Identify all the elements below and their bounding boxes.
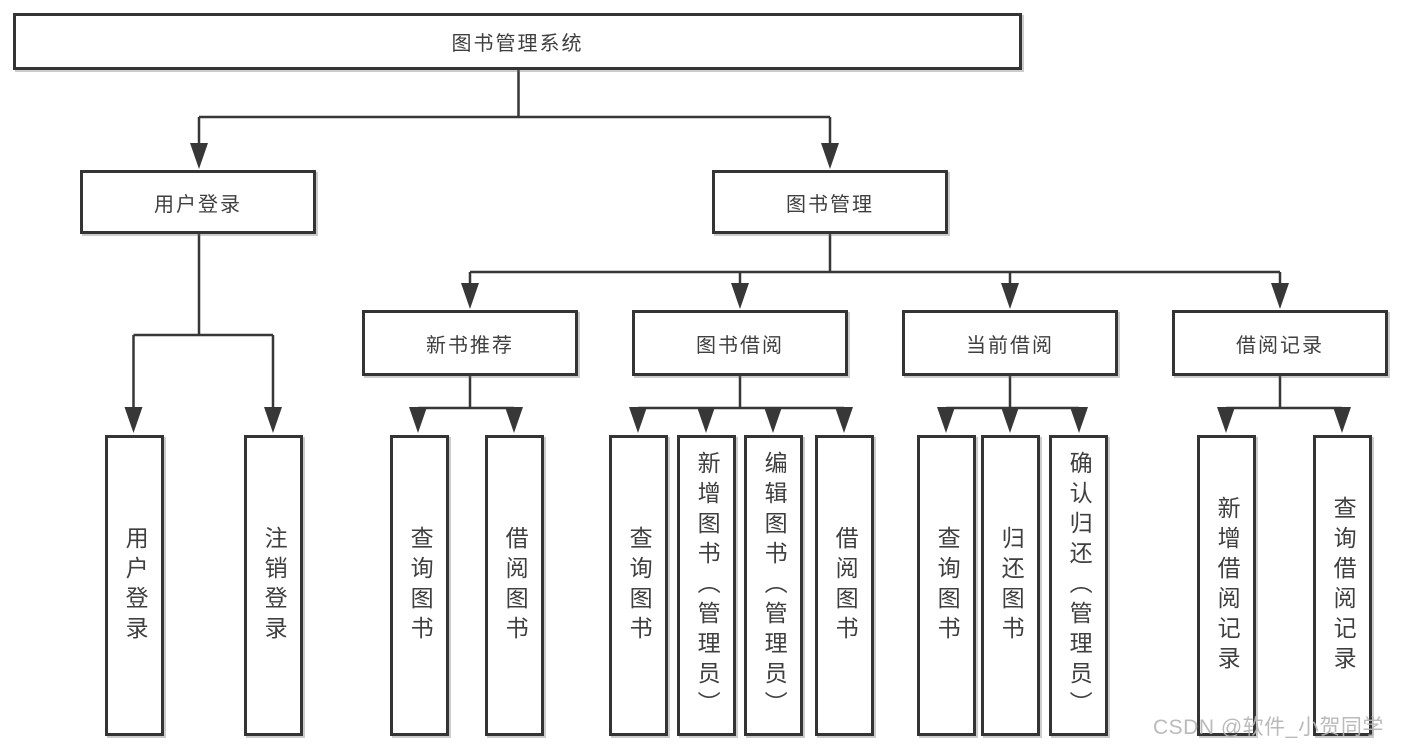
arrowhead-icon bbox=[835, 407, 853, 433]
arrowhead-icon bbox=[1001, 407, 1019, 433]
connector-login-to-leaves bbox=[132, 234, 275, 410]
leaf-query-borrow-record: 查询借阅记录 bbox=[1313, 435, 1372, 736]
arrowhead-icon bbox=[264, 407, 282, 433]
arrowhead-icon bbox=[697, 407, 715, 433]
node-root: 图书管理系统 bbox=[13, 13, 1022, 70]
connector-root-to-level2 bbox=[197, 68, 832, 146]
arrowhead-icon bbox=[409, 407, 427, 433]
arrowhead-icon bbox=[937, 407, 955, 433]
connector-borrowing-to-leaves bbox=[636, 376, 846, 413]
leaf-borrowing-borrow-books: 借阅图书 bbox=[815, 435, 874, 736]
leaf-confirm-return-admin: 确认归还（管理员） bbox=[1049, 435, 1108, 736]
arrowhead-icon bbox=[629, 407, 647, 433]
node-user-login: 用户登录 bbox=[80, 170, 316, 234]
arrowhead-icon bbox=[1001, 283, 1019, 309]
arrowhead-icon bbox=[764, 407, 782, 433]
arrowhead-icon bbox=[1070, 407, 1088, 433]
connector-records-to-leaves bbox=[1224, 376, 1344, 413]
connector-paths bbox=[132, 68, 1344, 413]
leaf-recommend-borrow-books: 借阅图书 bbox=[485, 435, 544, 736]
leaf-borrowing-query-books: 查询图书 bbox=[609, 435, 668, 736]
arrowheads bbox=[124, 143, 1351, 433]
leaf-current-query-books: 查询图书 bbox=[917, 435, 976, 736]
connector-recommend-to-leaves bbox=[416, 376, 516, 413]
arrowhead-icon bbox=[1271, 283, 1289, 309]
leaf-user-login: 用户登录 bbox=[105, 435, 164, 736]
node-borrowing-records: 借阅记录 bbox=[1172, 310, 1388, 376]
leaf-return-books: 归还图书 bbox=[981, 435, 1040, 736]
arrowhead-icon bbox=[505, 407, 523, 433]
arrowhead-icon bbox=[1217, 407, 1235, 433]
leaf-logout: 注销登录 bbox=[244, 435, 303, 736]
arrowhead-icon bbox=[1333, 407, 1351, 433]
arrowhead-icon bbox=[124, 407, 143, 433]
node-book-borrowing: 图书借阅 bbox=[632, 310, 848, 376]
node-new-book-recommend: 新书推荐 bbox=[362, 310, 578, 376]
node-current-borrowing: 当前借阅 bbox=[902, 310, 1118, 376]
arrowhead-icon bbox=[731, 283, 749, 309]
leaf-edit-books-admin: 编辑图书（管理员） bbox=[744, 435, 803, 736]
arrowhead-icon bbox=[461, 283, 479, 309]
leaf-recommend-query-books: 查询图书 bbox=[390, 435, 449, 736]
node-book-management: 图书管理 bbox=[712, 170, 948, 234]
arrowhead-icon bbox=[190, 143, 208, 169]
leaf-add-borrow-record: 新增借阅记录 bbox=[1197, 435, 1256, 736]
connector-bookmgmt-to-level3 bbox=[468, 234, 1282, 287]
leaf-add-books-admin: 新增图书（管理员） bbox=[677, 435, 736, 736]
watermark: CSDN @软件_小贺同学 bbox=[1153, 716, 1384, 739]
arrowhead-icon bbox=[821, 143, 839, 169]
